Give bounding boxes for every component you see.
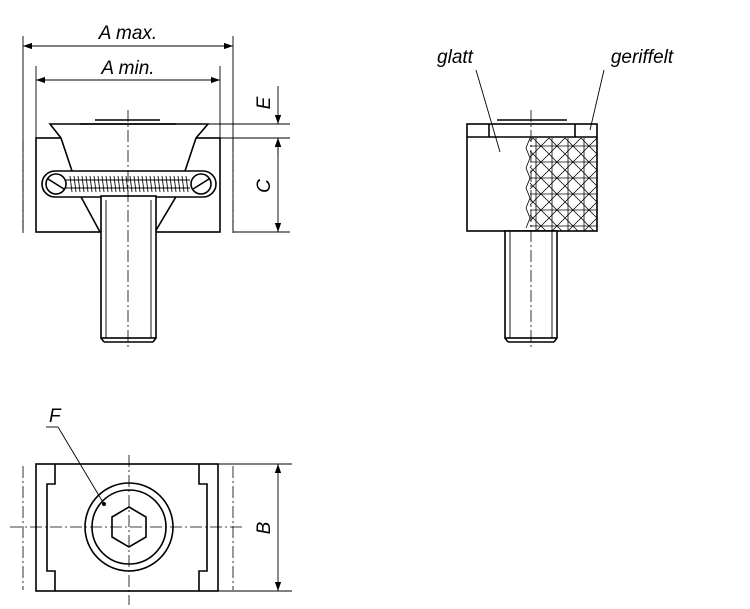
spring-coil bbox=[101, 175, 105, 193]
top-view bbox=[10, 426, 292, 605]
spring-coil bbox=[153, 175, 157, 193]
label-geriffelt: geriffelt bbox=[611, 47, 674, 68]
knurl-line bbox=[529, 137, 566, 174]
spring-coil bbox=[121, 175, 125, 193]
leader-f-dot bbox=[102, 502, 106, 506]
side-view bbox=[466, 69, 605, 350]
label-c: C bbox=[254, 179, 275, 193]
label-glatt: glatt bbox=[437, 47, 474, 68]
knurl-line bbox=[529, 214, 547, 232]
leader-geriffelt bbox=[589, 69, 605, 131]
knurled-surface bbox=[525, 137, 598, 232]
screw-slot-left bbox=[47, 178, 65, 190]
spring-coil bbox=[181, 175, 185, 193]
spring-coil bbox=[113, 175, 117, 193]
spring-coil bbox=[129, 175, 133, 193]
spring-coil bbox=[89, 175, 93, 193]
label-f: F bbox=[49, 406, 62, 427]
front-view bbox=[22, 36, 290, 350]
shaft-chamfer bbox=[553, 337, 558, 343]
spring-coil bbox=[161, 175, 165, 193]
leader-f bbox=[57, 426, 105, 505]
spring-coil bbox=[77, 175, 81, 193]
spring-coil bbox=[85, 175, 89, 193]
spring-coil bbox=[177, 175, 181, 193]
body-top bbox=[35, 463, 219, 592]
knurl-line bbox=[551, 185, 598, 232]
threaded-shaft bbox=[100, 195, 157, 339]
knurl-line bbox=[529, 153, 598, 222]
shaft-chamfer bbox=[100, 337, 105, 343]
screw-slot-right bbox=[192, 178, 210, 190]
label-b: B bbox=[254, 521, 275, 534]
spring bbox=[66, 175, 190, 193]
spring-coil bbox=[141, 175, 145, 193]
shaft-chamfer bbox=[152, 337, 157, 343]
spring-coil bbox=[137, 175, 141, 193]
knurl-line bbox=[535, 169, 598, 232]
label-a-max: A max. bbox=[98, 23, 157, 44]
spring-coil bbox=[145, 175, 149, 193]
spring-coil bbox=[157, 175, 161, 193]
knurl-line bbox=[529, 182, 579, 232]
spring-coil bbox=[169, 175, 173, 193]
spring-coil bbox=[73, 175, 77, 193]
spring-coil bbox=[173, 175, 177, 193]
notch-left bbox=[46, 464, 56, 591]
knurl-line bbox=[529, 150, 598, 219]
spring-coil bbox=[117, 175, 121, 193]
spring-coil bbox=[105, 175, 109, 193]
leader-glatt bbox=[475, 69, 501, 153]
spring-coil bbox=[81, 175, 85, 193]
knurl-line bbox=[529, 137, 598, 206]
shaft-chamfer bbox=[504, 337, 509, 343]
spring-coil bbox=[125, 175, 129, 193]
knurl-line bbox=[529, 137, 550, 158]
spring-coil bbox=[133, 175, 137, 193]
notch-right bbox=[198, 464, 208, 591]
spring-coil bbox=[165, 175, 169, 193]
label-a-min: A min. bbox=[100, 58, 154, 79]
spring-channel bbox=[41, 170, 217, 198]
spring-coil bbox=[185, 175, 189, 193]
spring-coil bbox=[109, 175, 113, 193]
label-e: E bbox=[254, 96, 275, 109]
knurl-line bbox=[529, 137, 534, 142]
knurl-boundary bbox=[525, 137, 531, 229]
knurl-line bbox=[529, 137, 582, 190]
spring-coil bbox=[97, 175, 101, 193]
knurl-line bbox=[583, 217, 598, 232]
spring-coil bbox=[93, 175, 97, 193]
knurl-line bbox=[567, 201, 598, 232]
spring-coil bbox=[69, 175, 73, 193]
spring-coil bbox=[149, 175, 153, 193]
